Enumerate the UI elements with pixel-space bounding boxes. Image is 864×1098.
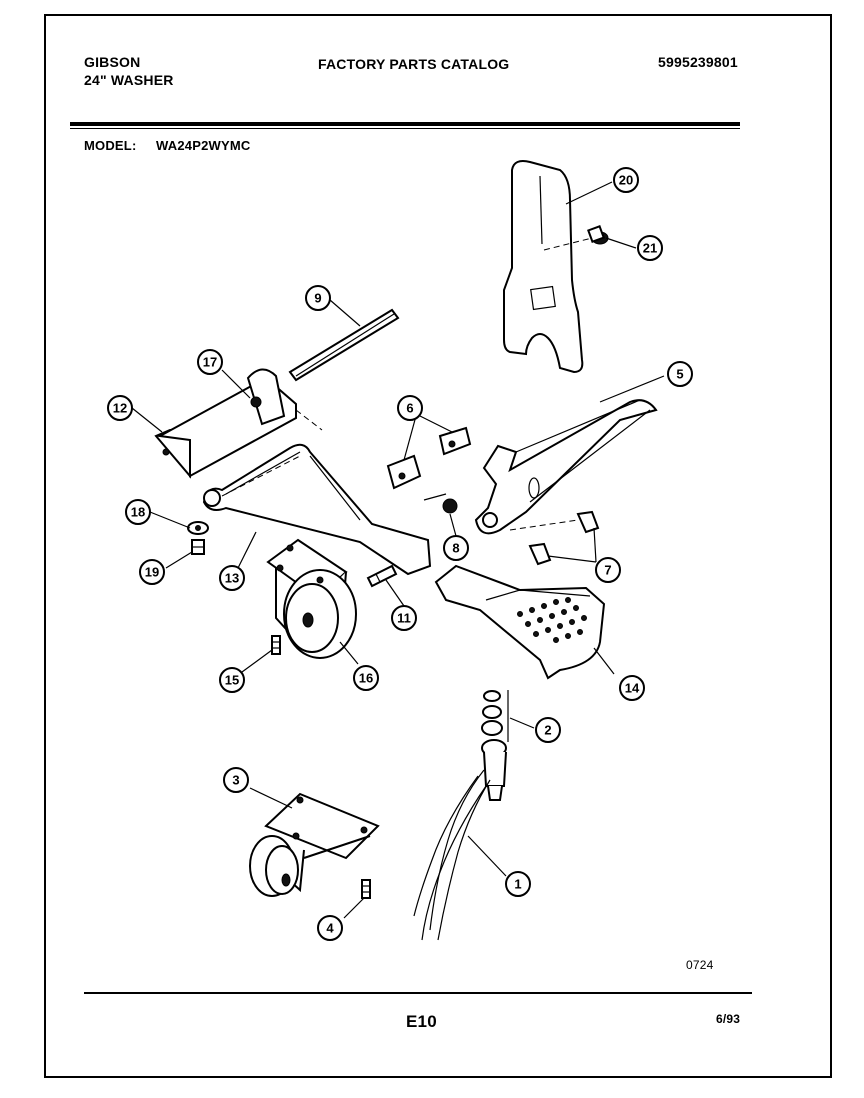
page-border bbox=[44, 14, 832, 1078]
catalog-title: FACTORY PARTS CATALOG bbox=[318, 56, 510, 72]
svg-text:13: 13 bbox=[225, 571, 239, 586]
part-18-washer bbox=[187, 521, 209, 535]
svg-text:21: 21 bbox=[643, 241, 657, 256]
header-rule bbox=[70, 122, 740, 126]
svg-text:4: 4 bbox=[326, 921, 334, 936]
svg-text:8: 8 bbox=[452, 541, 459, 556]
part-21-screw bbox=[587, 225, 609, 245]
part-1-hose bbox=[413, 739, 507, 941]
part-9-rod bbox=[288, 308, 400, 382]
svg-text:2: 2 bbox=[544, 723, 551, 738]
catalog-number: 5995239801 bbox=[658, 54, 738, 70]
part-3-caster bbox=[249, 792, 380, 897]
header-rule-thin bbox=[70, 128, 740, 129]
callout-18: 18 bbox=[125, 499, 151, 525]
callout-17: 17 bbox=[197, 349, 223, 375]
part-2-seals bbox=[481, 690, 509, 742]
model-label: MODEL: bbox=[84, 138, 137, 153]
revision-date: 6/93 bbox=[716, 1012, 741, 1026]
callout-12: 12 bbox=[107, 395, 133, 421]
leader-lines bbox=[131, 181, 665, 919]
callout-3: 3 bbox=[223, 767, 249, 793]
svg-text:5: 5 bbox=[676, 367, 683, 382]
svg-text:3: 3 bbox=[232, 773, 239, 788]
footer-rule bbox=[84, 992, 752, 994]
svg-text:15: 15 bbox=[225, 673, 239, 688]
part-7-bushings bbox=[509, 510, 600, 566]
callout-15: 15 bbox=[219, 667, 245, 693]
callout-1: 1 bbox=[505, 871, 531, 897]
callout-13: 13 bbox=[219, 565, 245, 591]
svg-text:11: 11 bbox=[397, 611, 411, 626]
part-5-latch bbox=[474, 399, 658, 535]
svg-text:1: 1 bbox=[514, 877, 521, 892]
svg-text:18: 18 bbox=[131, 505, 145, 520]
drawing-code: 0724 bbox=[686, 958, 714, 972]
part-8-nut bbox=[423, 493, 458, 514]
part-19-screw bbox=[191, 539, 205, 555]
part-11-screw bbox=[366, 564, 398, 588]
callout-21: 21 bbox=[637, 235, 663, 261]
part-12-bracket bbox=[154, 368, 323, 479]
svg-text:9: 9 bbox=[314, 291, 321, 306]
svg-text:6: 6 bbox=[406, 401, 413, 416]
callout-20: 20 bbox=[613, 167, 639, 193]
brand-name: GIBSON bbox=[84, 54, 141, 70]
callout-19: 19 bbox=[139, 559, 165, 585]
product-name: 24" WASHER bbox=[84, 72, 174, 88]
part-6-clips bbox=[386, 426, 472, 490]
callout-4: 4 bbox=[317, 915, 343, 941]
page-code: E10 bbox=[406, 1012, 437, 1031]
svg-text:17: 17 bbox=[203, 355, 217, 370]
callout-9: 9 bbox=[305, 285, 331, 311]
model-number: WA24P2WYMC bbox=[156, 138, 251, 153]
part-15-screw bbox=[271, 635, 281, 655]
callout-8: 8 bbox=[443, 535, 469, 561]
callout-6: 6 bbox=[397, 395, 423, 421]
svg-text:7: 7 bbox=[604, 563, 611, 578]
svg-text:12: 12 bbox=[113, 401, 127, 416]
callout-2: 2 bbox=[535, 717, 561, 743]
svg-text:20: 20 bbox=[619, 173, 633, 188]
callout-11: 11 bbox=[391, 605, 417, 631]
svg-text:16: 16 bbox=[359, 671, 373, 686]
part-20-bracket bbox=[503, 160, 593, 374]
part-14-pedal bbox=[434, 564, 606, 680]
callout-7: 7 bbox=[595, 557, 621, 583]
part-4-screw bbox=[361, 879, 371, 899]
callout-5: 5 bbox=[667, 361, 693, 387]
part-16-caster bbox=[266, 538, 357, 659]
svg-text:14: 14 bbox=[625, 681, 640, 696]
callout-16: 16 bbox=[353, 665, 379, 691]
part-13-arm bbox=[202, 443, 432, 576]
svg-text:19: 19 bbox=[145, 565, 159, 580]
part-17-leader-line bbox=[221, 369, 251, 399]
callout-14: 14 bbox=[619, 675, 645, 701]
